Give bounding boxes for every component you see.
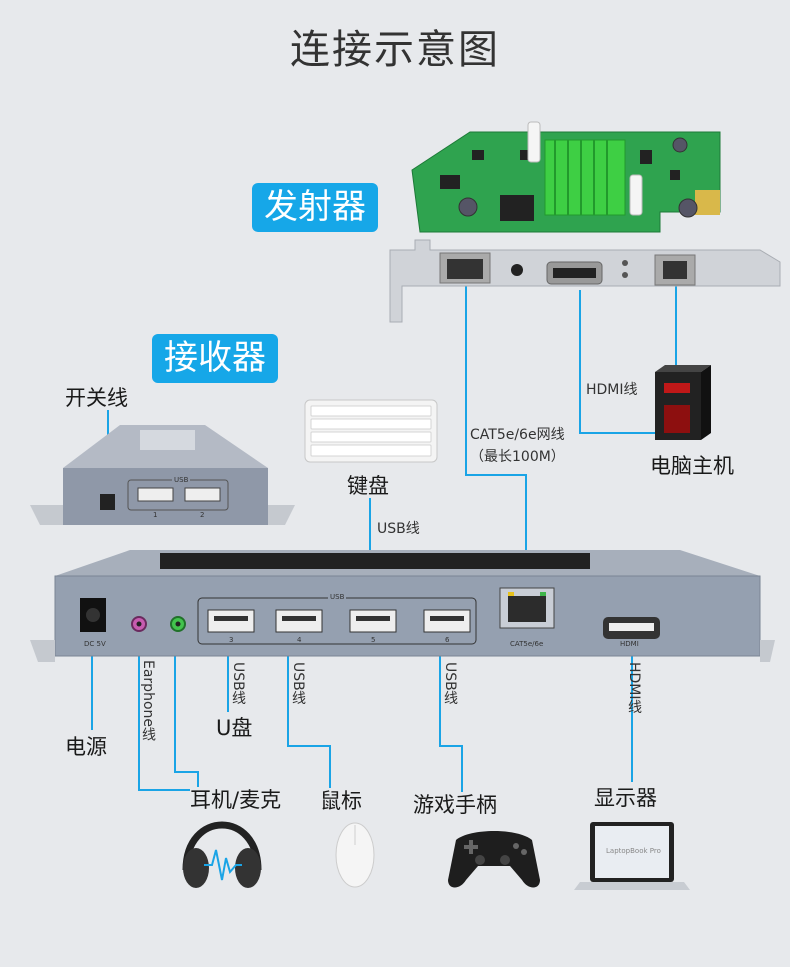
label-u-disk: U盘 (216, 716, 253, 740)
label-computer-host: 电脑主机 (650, 454, 734, 478)
pcb-chips (440, 150, 680, 221)
heatsink (544, 139, 626, 216)
earphone-line (138, 642, 190, 791)
label-network-cable: CAT5e/6e网线 (470, 427, 565, 443)
mic-line (174, 642, 199, 787)
headset-image (182, 821, 262, 888)
gamepad-line (439, 646, 463, 792)
label-usb-cable-c: USB线 (442, 662, 458, 705)
main-receiver-box (30, 550, 775, 662)
label-power-switch-cable: 开关线 (65, 386, 128, 410)
hdmi-port-label: HDMI (620, 640, 639, 648)
label-keyboard: 键盘 (347, 474, 389, 498)
label-power: 电源 (65, 735, 107, 759)
label-headset-mic: 耳机/麦克 (190, 788, 282, 812)
usb-port-6-label: 6 (445, 636, 450, 644)
small-usb-port-2-label: 2 (200, 511, 205, 519)
laptop-brand: LaptopBook Pro (606, 847, 661, 855)
usb-group-label: USB (328, 593, 347, 601)
laptop-image (574, 822, 690, 890)
badge-receiver: 接收器 (152, 334, 278, 384)
label-usb-cable-a: USB线 (230, 662, 246, 705)
transmitter-card (389, 121, 781, 323)
label-network-cable-max: （最长100M） (470, 449, 565, 465)
small-usb-group-label: USB (172, 476, 191, 484)
label-gamepad: 游戏手柄 (413, 793, 497, 817)
label-usb-cable-b: USB线 (290, 662, 306, 705)
usb-port-5-label: 5 (371, 636, 376, 644)
small-usb-port-1-label: 1 (153, 511, 158, 519)
label-monitor: 显示器 (594, 786, 657, 810)
small-receiver-box (30, 425, 295, 525)
mouse-line (287, 646, 331, 788)
dc-port-label: DC 5V (84, 640, 106, 648)
audio-jack (511, 264, 523, 276)
keyboard-image (304, 399, 438, 463)
label-hdmi-cable-bottom: HDMI线 (626, 662, 642, 714)
label-mouse: 鼠标 (320, 789, 362, 813)
hdmi-line-top (579, 290, 655, 434)
label-earphone-cable: Earphone线 (140, 660, 156, 741)
bracket-ports (439, 252, 696, 286)
usb-port-3-label: 3 (229, 636, 234, 644)
label-usb-cable-top: USB线 (377, 521, 420, 537)
mouse-image (335, 822, 375, 888)
gold-fingers (695, 190, 720, 215)
gamepad-image (448, 831, 540, 888)
network-line (465, 285, 527, 588)
standoffs (527, 121, 643, 216)
badge-transmitter: 发射器 (252, 183, 378, 233)
label-hdmi-cable-top: HDMI线 (586, 382, 638, 398)
cat-port-label: CAT5e/6e (510, 640, 544, 648)
usb-port-4-label: 4 (297, 636, 302, 644)
capacitors (458, 137, 698, 218)
computer-host-image (655, 365, 711, 440)
page-title: 连接示意图 (290, 27, 500, 73)
